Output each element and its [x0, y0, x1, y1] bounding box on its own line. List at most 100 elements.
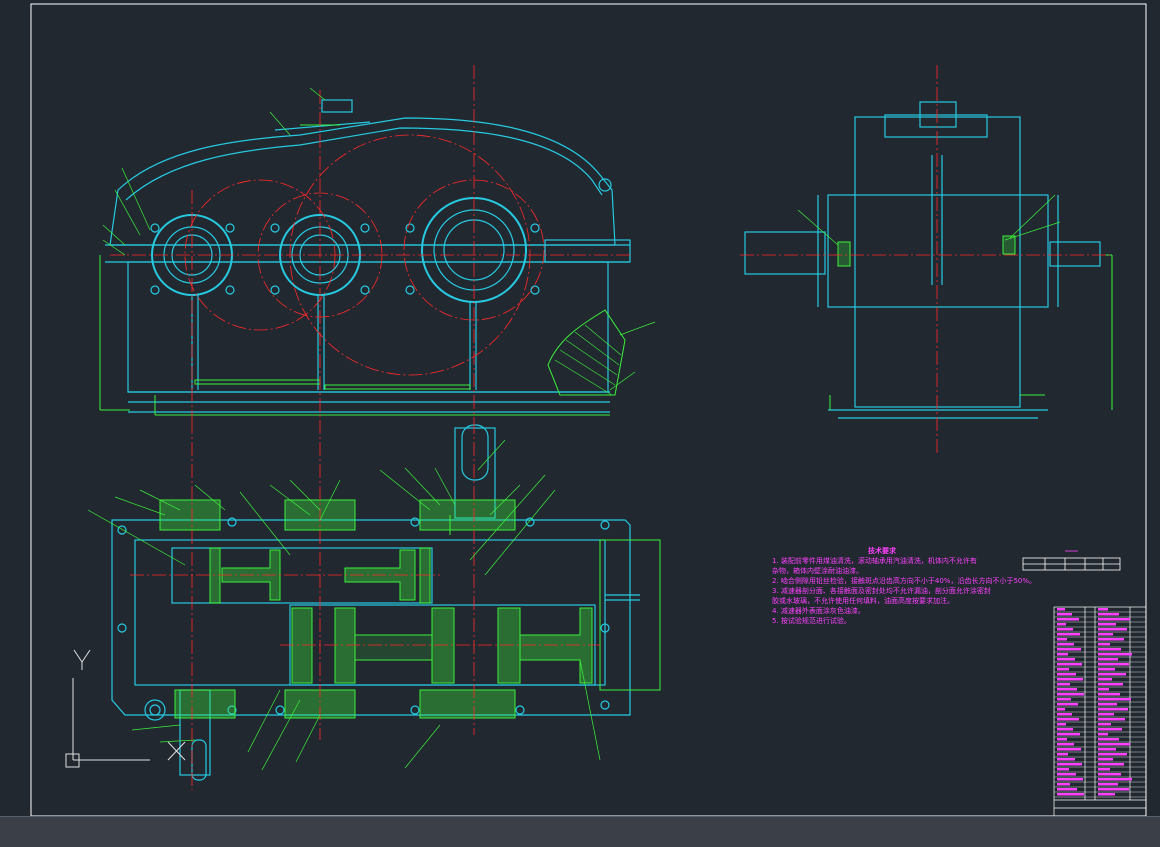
parts-list-mark — [1057, 688, 1077, 691]
parts-list-mark — [1098, 763, 1124, 766]
parts-list-mark — [1098, 793, 1115, 796]
parts-list-mark — [1057, 763, 1082, 766]
requirement-line-5: 胶或水玻璃，不允许使用任何填料，油面高度按要求加注。 — [772, 597, 954, 605]
parts-list-mark — [1057, 678, 1083, 681]
parts-list-mark — [1098, 618, 1130, 621]
requirement-line-2: 杂物，箱体内壁涂耐油油漆。 — [772, 567, 863, 575]
parts-list-mark — [1098, 773, 1121, 776]
parts-list-mark — [1098, 718, 1125, 721]
parts-list-mark — [1098, 758, 1113, 761]
parts-list-mark — [1098, 733, 1108, 736]
ucs-icon — [65, 649, 186, 768]
parts-list-mark — [1098, 663, 1129, 666]
parts-list — [1053, 606, 1147, 816]
parts-list-mark — [1098, 743, 1130, 746]
parts-list-mark — [1057, 793, 1084, 796]
parts-list-mark — [1098, 783, 1118, 786]
drawing-canvas[interactable]: 技术要求 1. 装配前零件用煤油清洗，滚动轴承用汽油清洗，机体内不允许有 杂物，… — [0, 0, 1160, 816]
requirement-line-7: 5. 按试验规范进行试验。 — [772, 617, 851, 625]
parts-list-mark — [1098, 698, 1131, 701]
parts-list-mark — [1098, 678, 1112, 681]
parts-list-mark — [1057, 623, 1066, 626]
leader-lines — [87, 87, 1061, 771]
top-view-centerlines — [130, 420, 600, 790]
parts-list-mark — [1098, 623, 1116, 626]
parts-list-mark — [1057, 728, 1073, 731]
parts-list-mark — [1098, 673, 1126, 676]
parts-list-mark — [1098, 613, 1119, 616]
parts-list-mark — [1057, 768, 1069, 771]
technical-requirements-title: 技术要求 — [868, 547, 896, 555]
parts-list-mark — [1057, 713, 1072, 716]
parts-list-mark — [1098, 708, 1128, 711]
requirement-line-4: 3. 减速器剖分面、各接触面及密封处均不允许漏油，剖分面允许涂密封 — [772, 587, 991, 595]
parts-list-mark — [1057, 683, 1070, 686]
parts-list-mark — [1057, 723, 1066, 726]
parts-list-mark — [1057, 653, 1068, 656]
parts-list-mark — [1098, 748, 1116, 751]
parts-list-mark — [1098, 713, 1114, 716]
parts-list-mark — [1098, 768, 1110, 771]
parts-list-mark — [1057, 718, 1079, 721]
requirement-line-3: 2. 啮合侧隙用铅丝检验，接触斑点沿齿高方向不小于40%，沿齿长方向不小于50%… — [772, 577, 1032, 585]
parts-list-rows — [1054, 611, 1146, 798]
parts-list-mark — [1057, 693, 1084, 696]
parts-list-mark — [1098, 778, 1132, 781]
parts-list-mark — [1098, 723, 1111, 726]
parts-list-mark — [1057, 618, 1079, 621]
parts-list-mark — [1098, 628, 1127, 631]
drawing-frame — [30, 3, 1147, 816]
parts-list-mark — [1057, 783, 1070, 786]
top-view-green-outline — [449, 515, 661, 691]
parts-list-mark — [1098, 688, 1109, 691]
front-view-centerlines — [110, 65, 630, 420]
parts-list-mark — [1098, 738, 1119, 741]
parts-list-mark — [1057, 668, 1069, 671]
parts-list-mark — [1098, 753, 1127, 756]
parts-list-mark — [1057, 648, 1081, 651]
parts-list-mark — [1057, 703, 1078, 706]
parts-list-mark — [1098, 633, 1113, 636]
parts-list-mark — [1057, 773, 1076, 776]
parts-list-mark — [1057, 608, 1065, 611]
parts-list-mark — [1057, 638, 1067, 641]
status-bar[interactable] — [0, 816, 1160, 847]
parts-list-mark — [1057, 758, 1075, 761]
parts-list-mark — [1098, 648, 1121, 651]
parts-list-mark — [1098, 668, 1115, 671]
parts-list-mark — [1098, 638, 1124, 641]
parts-list-mark — [1098, 608, 1108, 611]
parts-list-mark — [1057, 778, 1083, 781]
side-view-green — [829, 235, 1113, 410]
parts-list-mark — [1057, 788, 1077, 791]
top-view — [111, 424, 640, 781]
cad-drawing — [30, 3, 1147, 816]
parts-list-mark — [1098, 693, 1120, 696]
parts-list-mark — [1098, 703, 1117, 706]
parts-list-mark — [1057, 643, 1074, 646]
front-view — [105, 99, 631, 413]
technical-requirements: 技术要求 1. 装配前零件用煤油清洗，滚动轴承用汽油清洗，机体内不允许有 杂物，… — [772, 546, 1032, 626]
parts-list-text — [1057, 608, 1132, 796]
parts-list-mark — [1057, 733, 1080, 736]
parts-list-mark — [1057, 708, 1065, 711]
parts-list-mark — [1057, 753, 1068, 756]
side-view-centerlines — [740, 65, 1110, 455]
parts-list-mark — [1057, 658, 1075, 661]
parts-list-mark — [1098, 653, 1132, 656]
parts-list-mark — [1057, 628, 1073, 631]
parts-list-mark — [1098, 643, 1110, 646]
parts-list-mark — [1057, 613, 1072, 616]
parts-list-mark — [1098, 658, 1118, 661]
side-view — [744, 101, 1101, 419]
parts-list-mark — [1098, 788, 1129, 791]
parts-list-mark — [1057, 698, 1071, 701]
notes-small-table — [1022, 550, 1121, 571]
parts-list-mark — [1098, 683, 1123, 686]
parts-list-mark — [1057, 673, 1076, 676]
parts-list-mark — [1057, 748, 1081, 751]
parts-list-mark — [1057, 743, 1074, 746]
requirement-line-1: 1. 装配前零件用煤油清洗，滚动轴承用汽油清洗，机体内不允许有 — [772, 557, 977, 565]
parts-list-mark — [1098, 728, 1122, 731]
requirement-line-6: 4. 减速器外表面涂灰色油漆。 — [772, 607, 865, 615]
